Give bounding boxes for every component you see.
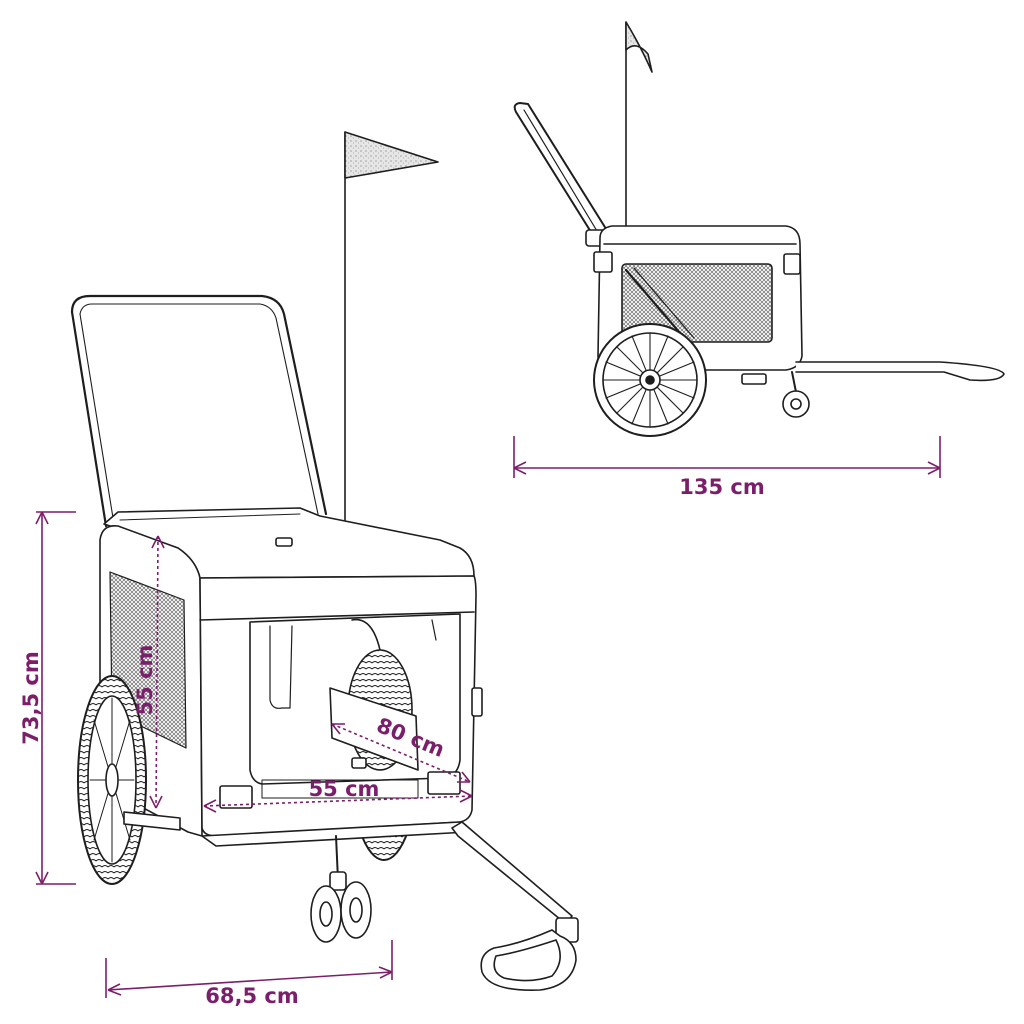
perspective-view-drawing <box>70 131 579 991</box>
height-label: 73,5 cm <box>19 651 43 744</box>
flag-icon <box>344 131 439 179</box>
height-dimension <box>35 511 76 885</box>
interior-floor <box>329 687 419 771</box>
width-dimension <box>105 940 393 998</box>
side-mesh-window <box>621 263 773 343</box>
side-push-handle <box>513 102 609 241</box>
inner-height-label: 55 cm <box>133 645 157 716</box>
side-tow-bar <box>795 361 1005 382</box>
length-dimension <box>513 436 941 478</box>
front-left-reflector <box>219 785 253 809</box>
hitch-strap <box>480 929 577 991</box>
inner-depth-dimension <box>331 723 471 783</box>
tow-bar <box>451 821 573 925</box>
inner-width-label: 55 cm <box>309 777 380 801</box>
side-flag-icon <box>625 21 653 73</box>
front-right-reflector <box>427 771 461 795</box>
width-label: 68,5 cm <box>205 984 298 1008</box>
side-view-drawing <box>513 21 1005 437</box>
inner-height-dimension <box>149 535 165 809</box>
length-label: 135 cm <box>679 475 764 499</box>
inner-width-dimension <box>203 789 473 813</box>
push-handle <box>70 294 328 528</box>
